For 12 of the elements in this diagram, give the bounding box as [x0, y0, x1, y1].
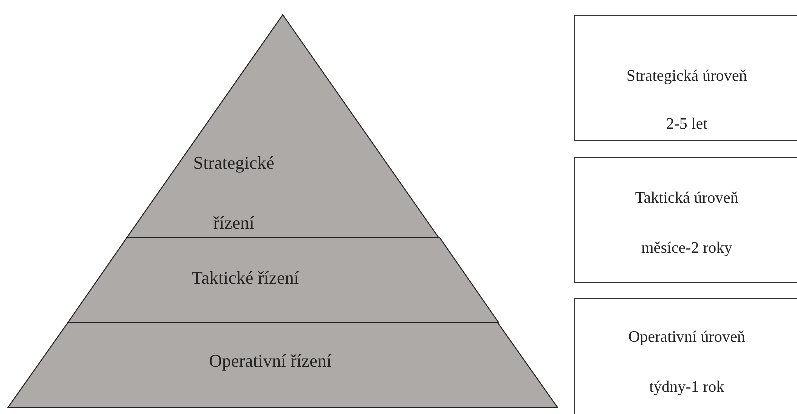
- level-title: Taktická úroveň: [635, 190, 739, 207]
- time-horizon: měsíce-2 roky: [641, 240, 733, 257]
- time-horizon: 2-5 let: [666, 116, 708, 133]
- level-label: Strategické řízení: [192, 152, 276, 235]
- level-title: Operativní úroveň: [628, 329, 746, 346]
- level-label: Taktické řízení: [190, 268, 300, 289]
- level-title: Strategická úroveň: [626, 68, 748, 85]
- level-box: [574, 15, 797, 141]
- level-label: Operativní řízení: [208, 351, 333, 372]
- level-box: [574, 157, 797, 283]
- level-box: [574, 298, 797, 414]
- time-horizon: týdny-1 rok: [649, 379, 725, 396]
